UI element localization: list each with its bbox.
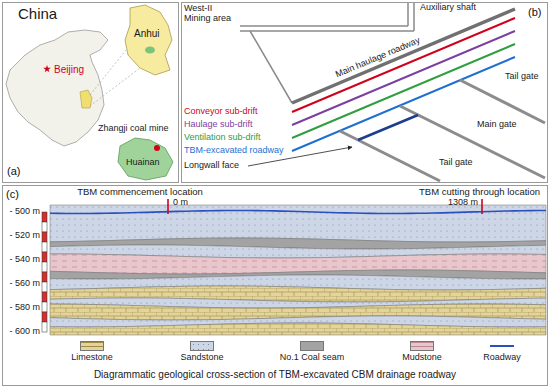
depth-scale (42, 272, 47, 282)
legend-swatch (80, 341, 104, 351)
depth-scale (42, 302, 47, 312)
roadway-label: Main haulage roadway (334, 36, 421, 80)
legend-swatch (410, 341, 434, 351)
depth-label: - 560 m (9, 279, 40, 289)
panel-frame: (b) (181, 2, 548, 183)
shaft-label: Auxiliary shaft (420, 3, 476, 13)
gate-roadway (400, 106, 545, 178)
location-label: TBM cutting through location (419, 187, 540, 197)
area-name: West-II Mining area (184, 4, 238, 24)
location-label: TBM commencement location (77, 187, 203, 197)
drift-label: Haulage sub-drift (184, 120, 253, 130)
depth-scale (42, 232, 47, 242)
location-marker (167, 199, 169, 214)
depth-label: - 600 m (9, 327, 40, 337)
zoom-line (90, 68, 140, 106)
depth-scale (42, 222, 47, 232)
distance-label: 1308 m (448, 198, 478, 208)
roadway-line (50, 211, 546, 214)
drift-label: Ventilation sub-drift (184, 133, 261, 143)
beijing-star (43, 65, 51, 72)
longwall-face (358, 115, 418, 140)
location-marker (481, 199, 483, 214)
depth-scale (42, 242, 47, 252)
depth-scale (42, 212, 47, 222)
legend-label: Mudstone (402, 353, 442, 363)
main-haulage-roadway (292, 9, 515, 103)
stratum-layer (50, 323, 546, 335)
panel-label: (b) (528, 6, 541, 18)
mine-name: Zhangji coal mine (98, 124, 169, 134)
anhui-map (125, 5, 172, 75)
country-name: China (18, 6, 57, 23)
gate-roadway (340, 131, 440, 181)
legend-label: Roadway (483, 353, 521, 363)
depth-label: - 520 m (9, 231, 40, 241)
china-outline (6, 30, 108, 146)
strata (50, 205, 546, 335)
depth-label: - 580 m (9, 303, 40, 313)
gate-label: Tail gate (438, 158, 474, 168)
gate-label: Tail gate (504, 72, 540, 82)
anhui-in-china (80, 90, 92, 108)
mine-dot (154, 145, 160, 151)
province-name: Anhui (134, 28, 160, 39)
stratum-layer (50, 205, 546, 242)
panel-label: (c) (6, 188, 19, 200)
city-name: Huainan (126, 158, 160, 168)
depth-label: - 500 m (9, 207, 40, 217)
zoom-line (90, 50, 126, 95)
legend-label: Limestone (71, 353, 113, 363)
tbm-roadway (292, 57, 515, 151)
face-label: Longwall face (184, 161, 239, 171)
depth-label: - 540 m (9, 255, 40, 265)
depth-scale (42, 282, 47, 292)
legend-swatch (300, 341, 324, 351)
depth-scale (42, 252, 47, 262)
huainan-spot (145, 47, 155, 54)
legend-swatch (190, 341, 214, 351)
shaft-wall (407, 3, 409, 26)
depth-scale (42, 312, 47, 322)
figure-caption: Diagrammatic geological cross-section of… (94, 369, 456, 380)
section-marks (42, 199, 546, 332)
depth-scale (42, 292, 47, 302)
huainan-map (118, 138, 173, 180)
legend-line-sample (490, 345, 514, 347)
connecting-roadway (250, 31, 292, 103)
distance-label: 0 m (173, 198, 188, 208)
upper-roadway (240, 30, 414, 32)
drift-label: Conveyor sub-drift (184, 107, 258, 117)
drift-label: TBM-excavated roadway (184, 146, 284, 156)
panel-label: (a) (7, 165, 20, 177)
gate-roadway (460, 80, 545, 123)
gate-label: Main gate (476, 120, 518, 130)
conveyor-sub-drift (292, 18, 515, 112)
haulage-sub-drift (292, 31, 515, 125)
legend-label: No.1 Coal seam (280, 353, 345, 363)
depth-scale (42, 322, 47, 332)
shaft-wall (413, 3, 415, 31)
city-name: Beijing (54, 64, 84, 75)
depth-scale (42, 262, 47, 272)
upper-roadway (240, 25, 408, 27)
legend-label: Sandstone (180, 353, 223, 363)
